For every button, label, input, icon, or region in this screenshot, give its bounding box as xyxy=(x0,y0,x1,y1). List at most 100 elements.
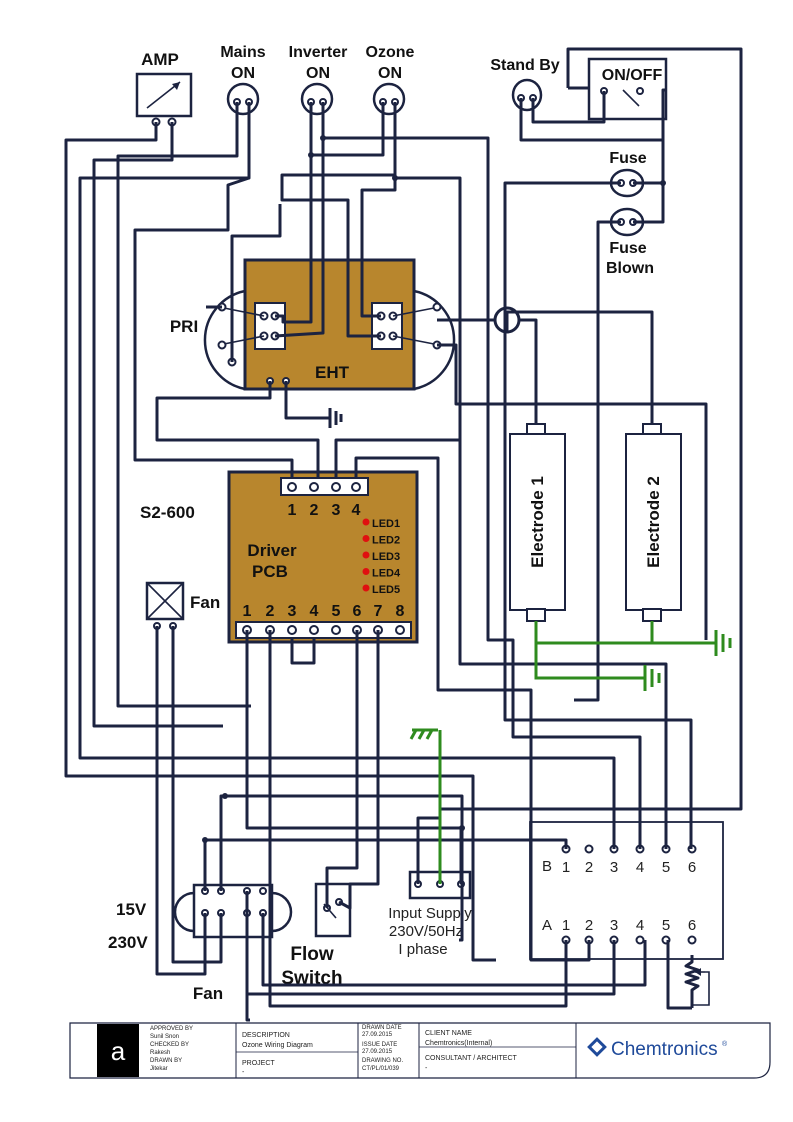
inverter-label-2: ON xyxy=(306,65,330,82)
input-label-2: 230V/50Hz xyxy=(389,923,463,940)
led-indicator xyxy=(362,568,370,575)
pcb-top-terminal-label: 4 xyxy=(352,502,361,519)
title-block xyxy=(69,1022,771,1079)
s2-600-label: S2-600 xyxy=(140,503,195,522)
fan xyxy=(145,581,185,630)
fuse-blown-label-1: Fuse xyxy=(609,240,646,257)
input-label-1: Input Supply xyxy=(388,905,472,922)
led-label: LED5 xyxy=(372,584,400,596)
amp-label: AMP xyxy=(141,50,179,69)
drawn-by: Jitekar xyxy=(150,1066,168,1072)
pcb-top-terminal xyxy=(309,482,319,492)
project: - xyxy=(242,1069,245,1076)
led-indicator xyxy=(362,551,370,559)
terminal-a-label: 4 xyxy=(636,917,644,934)
drawing-no-label: DRAWING NO. xyxy=(362,1058,403,1064)
flow-switch xyxy=(314,882,352,938)
pcb-top-terminal xyxy=(287,482,297,492)
terminal-b-label: 3 xyxy=(610,859,618,876)
pcb-bottom-terminal-label: 6 xyxy=(353,603,362,620)
wires xyxy=(64,47,743,1022)
potentiometer xyxy=(684,955,710,1008)
terminal-a-label: 2 xyxy=(585,917,593,934)
row-b-label: B xyxy=(542,858,552,875)
drawn-by-label: DRAWN BY xyxy=(150,1058,182,1064)
inverter-lamp xyxy=(300,82,334,116)
ozone-label-2: ON xyxy=(378,65,402,82)
driver-label-2: PCB xyxy=(252,562,288,581)
ozone-label-1: Ozone xyxy=(366,44,415,61)
eht-transformer xyxy=(203,258,456,391)
mains-lamp xyxy=(226,82,260,116)
power-transformer xyxy=(173,883,293,939)
drawing-no: CT/PL/01/039 xyxy=(362,1066,400,1072)
inverter-label-1: Inverter xyxy=(289,44,348,61)
led-indicator xyxy=(362,584,370,592)
fan-bottom-label: Fan xyxy=(193,984,223,1003)
pcb-bottom-terminal xyxy=(331,625,341,635)
fuse-blown-label-2: Blown xyxy=(606,260,654,277)
client: Chemtronics(Internal) xyxy=(425,1040,492,1047)
terminal-b-label: 2 xyxy=(585,859,593,876)
led-indicator xyxy=(362,518,370,526)
drawn-date: 27.09.2015 xyxy=(362,1032,393,1038)
terminal-b-label: 4 xyxy=(636,859,644,876)
terminal-a-label: 5 xyxy=(662,917,670,934)
pcb-top-terminal xyxy=(331,482,341,492)
terminal-b-label: 5 xyxy=(662,859,670,876)
description-label: DESCRIPTION xyxy=(242,1032,290,1039)
consultant-label: CONSULTANT / ARCHITECT xyxy=(425,1055,518,1062)
brand-registered-mark: ® xyxy=(722,1040,728,1048)
led-label: LED1 xyxy=(372,518,400,530)
15v-label: 15V xyxy=(116,900,147,919)
electrode-1 xyxy=(509,423,566,622)
onoff-label: ON/OFF xyxy=(602,67,663,84)
pcb-top-terminal-label: 1 xyxy=(288,502,297,519)
checked-by-label: CHECKED BY xyxy=(150,1042,189,1048)
flow-label-1: Flow xyxy=(290,944,333,965)
row-a-label: A xyxy=(542,917,552,934)
fuse-label: Fuse xyxy=(609,150,646,167)
pcb-bottom-terminal xyxy=(287,625,297,635)
pcb-bottom-terminal xyxy=(395,625,405,635)
pcb-bottom-terminal-label: 1 xyxy=(243,603,252,620)
ground-wires xyxy=(409,621,732,884)
checked-by: Rakesh xyxy=(150,1050,170,1056)
pcb-bottom-terminal-label: 3 xyxy=(288,603,297,620)
terminal-a xyxy=(635,935,645,945)
input-label-3: I phase xyxy=(398,941,447,958)
led-label: LED4 xyxy=(372,568,401,580)
pcb-bottom-terminal-label: 7 xyxy=(374,603,383,620)
mains-label-1: Mains xyxy=(220,44,265,61)
client-label: CLIENT NAME xyxy=(425,1030,472,1037)
drawn-date-label: DRAWN DATE xyxy=(362,1025,402,1031)
standby-lamp xyxy=(511,78,543,112)
pcb-bottom-terminal xyxy=(309,625,319,635)
project-label: PROJECT xyxy=(242,1060,275,1067)
230v-label: 230V xyxy=(108,933,148,952)
driver-label-1: Driver xyxy=(247,541,297,560)
mains-label-2: ON xyxy=(231,65,255,82)
pcb-bottom-terminal-label: 5 xyxy=(332,603,341,620)
fan-label: Fan xyxy=(190,593,220,612)
electrode-2 xyxy=(625,423,682,622)
pri-label: PRI xyxy=(170,317,198,336)
junction-dots xyxy=(202,135,666,843)
amp-meter xyxy=(135,72,193,127)
terminal-a-label: 1 xyxy=(562,917,570,934)
eht-label: EHT xyxy=(315,363,350,382)
consultant: - xyxy=(425,1065,428,1072)
issue-date-label: ISSUE DATE xyxy=(362,1042,397,1048)
terminal-a-label: 3 xyxy=(610,917,618,934)
pcb-top-terminal-label: 2 xyxy=(310,502,319,519)
approved-by-label: APPROVED BY xyxy=(150,1026,193,1032)
terminal-a-label: 6 xyxy=(688,917,696,934)
pcb-bottom-terminal-label: 2 xyxy=(266,603,275,620)
pcb-bottom-terminal-label: 8 xyxy=(396,603,405,620)
standby-label: Stand By xyxy=(490,57,559,74)
terminal-b xyxy=(584,844,594,854)
pcb-top-terminal-label: 3 xyxy=(332,502,341,519)
